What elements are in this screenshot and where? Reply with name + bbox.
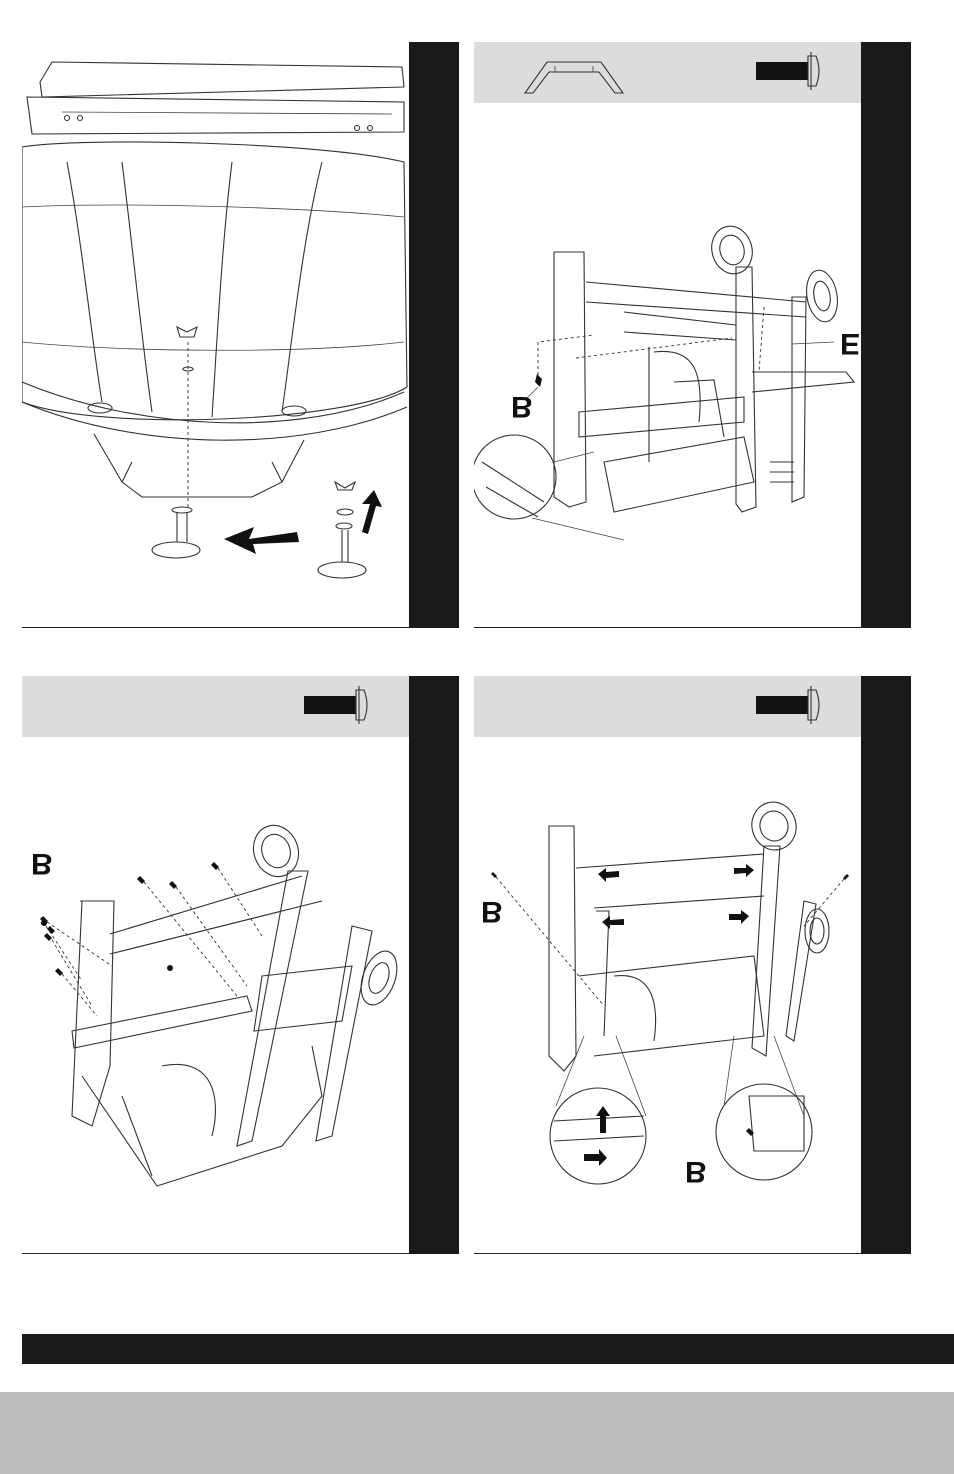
side-bar — [409, 676, 459, 1254]
panel-baseline — [474, 627, 861, 628]
arrow-icon — [602, 916, 624, 929]
side-bar — [861, 676, 911, 1254]
callout-label: B — [685, 1156, 707, 1186]
arrow-icon — [734, 864, 754, 877]
cart-frame-illustration — [474, 42, 861, 628]
callout-label: B — [481, 896, 503, 926]
panel-baseline — [22, 627, 409, 628]
arrow-icon — [596, 1106, 610, 1133]
arrow-icon — [224, 527, 299, 554]
cart-frame-illustration — [474, 676, 861, 1254]
arrow-icon — [598, 868, 619, 882]
step-panel-4: B B — [474, 676, 911, 1254]
callout-label: B — [31, 848, 53, 878]
callout-label: B — [511, 391, 533, 421]
arrow-icon — [584, 1149, 607, 1166]
step-panel-1 — [22, 42, 459, 628]
panel-baseline — [474, 1253, 861, 1254]
arrow-icon — [362, 490, 382, 534]
side-bar — [861, 42, 911, 628]
side-bar — [409, 42, 459, 628]
callout-label: E — [840, 328, 860, 358]
cart-frame-illustration — [22, 676, 409, 1254]
arrow-icon — [729, 910, 749, 924]
footer-bar — [22, 1334, 954, 1364]
step-panel-2: B E — [474, 42, 911, 628]
panel-baseline — [22, 1253, 409, 1254]
page-band — [0, 1392, 954, 1474]
grill-bottom-illustration — [22, 42, 409, 628]
step-panel-3: B — [22, 676, 459, 1254]
